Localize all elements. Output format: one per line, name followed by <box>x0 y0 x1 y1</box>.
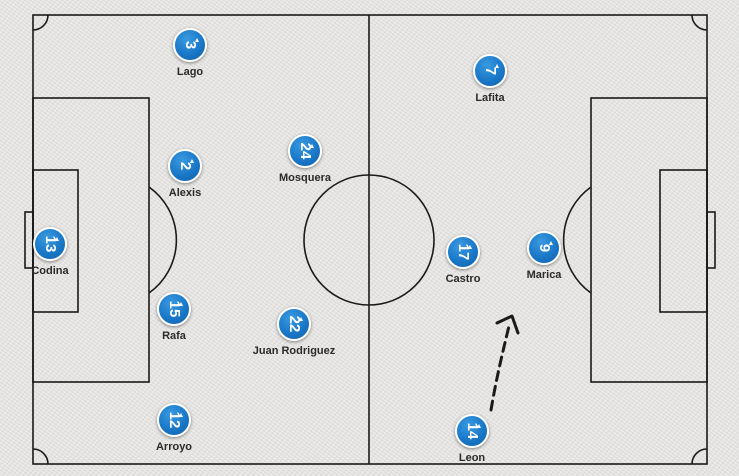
player-badge: 9 <box>527 231 561 265</box>
movement-arrow <box>489 314 520 412</box>
player-number: 15 <box>166 300 183 318</box>
right-penalty-arc <box>562 186 592 294</box>
center-circle <box>303 174 435 306</box>
player-number: 13 <box>42 235 59 253</box>
player-name: Lafita <box>475 92 505 104</box>
player-number: 12 <box>166 411 183 429</box>
pitch-boundary <box>32 14 708 465</box>
player-arroyo[interactable]: 12 Arroyo <box>156 403 192 453</box>
player-badge: 15 <box>157 292 191 326</box>
player-number: 9 <box>536 243 553 253</box>
corner-arc-top-right <box>691 14 708 31</box>
player-badge: 14 <box>455 414 489 448</box>
player-number: 3 <box>182 40 199 50</box>
player-name: Lago <box>176 66 204 78</box>
direction-triangle-icon <box>310 144 314 148</box>
player-name: Alexis <box>168 187 202 199</box>
corner-arc-bottom-right <box>691 448 708 465</box>
direction-triangle-icon <box>195 38 199 42</box>
right-penalty-area <box>590 97 708 383</box>
player-number: 17 <box>455 243 472 261</box>
direction-triangle-icon <box>299 317 303 321</box>
direction-triangle-icon <box>55 237 59 241</box>
player-juan-rodriguez[interactable]: 22 Juan Rodriguez <box>253 307 335 357</box>
player-number: 24 <box>297 142 314 160</box>
player-rafa[interactable]: 15 Rafa <box>157 292 191 342</box>
direction-triangle-icon <box>549 241 553 245</box>
player-badge: 17 <box>446 235 480 269</box>
right-goal <box>706 211 716 269</box>
corner-arc-top-left <box>32 14 49 31</box>
player-codina[interactable]: 13 Codina <box>31 227 69 277</box>
player-name: Leon <box>458 452 486 464</box>
direction-triangle-icon <box>190 159 194 163</box>
player-number: 14 <box>464 422 481 440</box>
player-name: Juan Rodriguez <box>252 345 336 357</box>
player-badge: 24 <box>288 134 322 168</box>
player-name: Castro <box>445 273 481 285</box>
direction-triangle-icon <box>179 302 183 306</box>
player-badge: 13 <box>33 227 67 261</box>
direction-triangle-icon <box>495 64 499 68</box>
player-badge: 7 <box>473 54 507 88</box>
player-castro[interactable]: 17 Castro <box>446 235 480 285</box>
player-number: 7 <box>482 66 499 76</box>
player-mosquera[interactable]: 24 Mosquera <box>279 134 331 184</box>
corner-arc-bottom-left <box>32 448 49 465</box>
player-name: Mosquera <box>279 172 331 184</box>
player-lago[interactable]: 3 Lago <box>173 28 207 78</box>
player-lafita[interactable]: 7 Lafita <box>473 54 507 104</box>
direction-triangle-icon <box>179 413 183 417</box>
player-name: Arroyo <box>155 441 193 453</box>
player-badge: 2 <box>168 149 202 183</box>
player-name: Codina <box>31 265 69 277</box>
player-name: Rafa <box>162 330 186 342</box>
player-leon[interactable]: 14 Leon <box>455 414 489 464</box>
left-penalty-arc <box>148 186 178 294</box>
direction-triangle-icon <box>468 245 472 249</box>
direction-triangle-icon <box>477 424 481 428</box>
player-badge: 3 <box>173 28 207 62</box>
player-badge: 12 <box>157 403 191 437</box>
player-marica[interactable]: 9 Marica <box>527 231 561 281</box>
right-goal-area <box>659 169 708 313</box>
player-name: Marica <box>526 269 562 281</box>
player-badge: 22 <box>277 307 311 341</box>
player-number: 2 <box>177 161 194 171</box>
player-number: 22 <box>286 315 303 333</box>
left-goal <box>24 211 34 269</box>
player-alexis[interactable]: 2 Alexis <box>168 149 202 199</box>
